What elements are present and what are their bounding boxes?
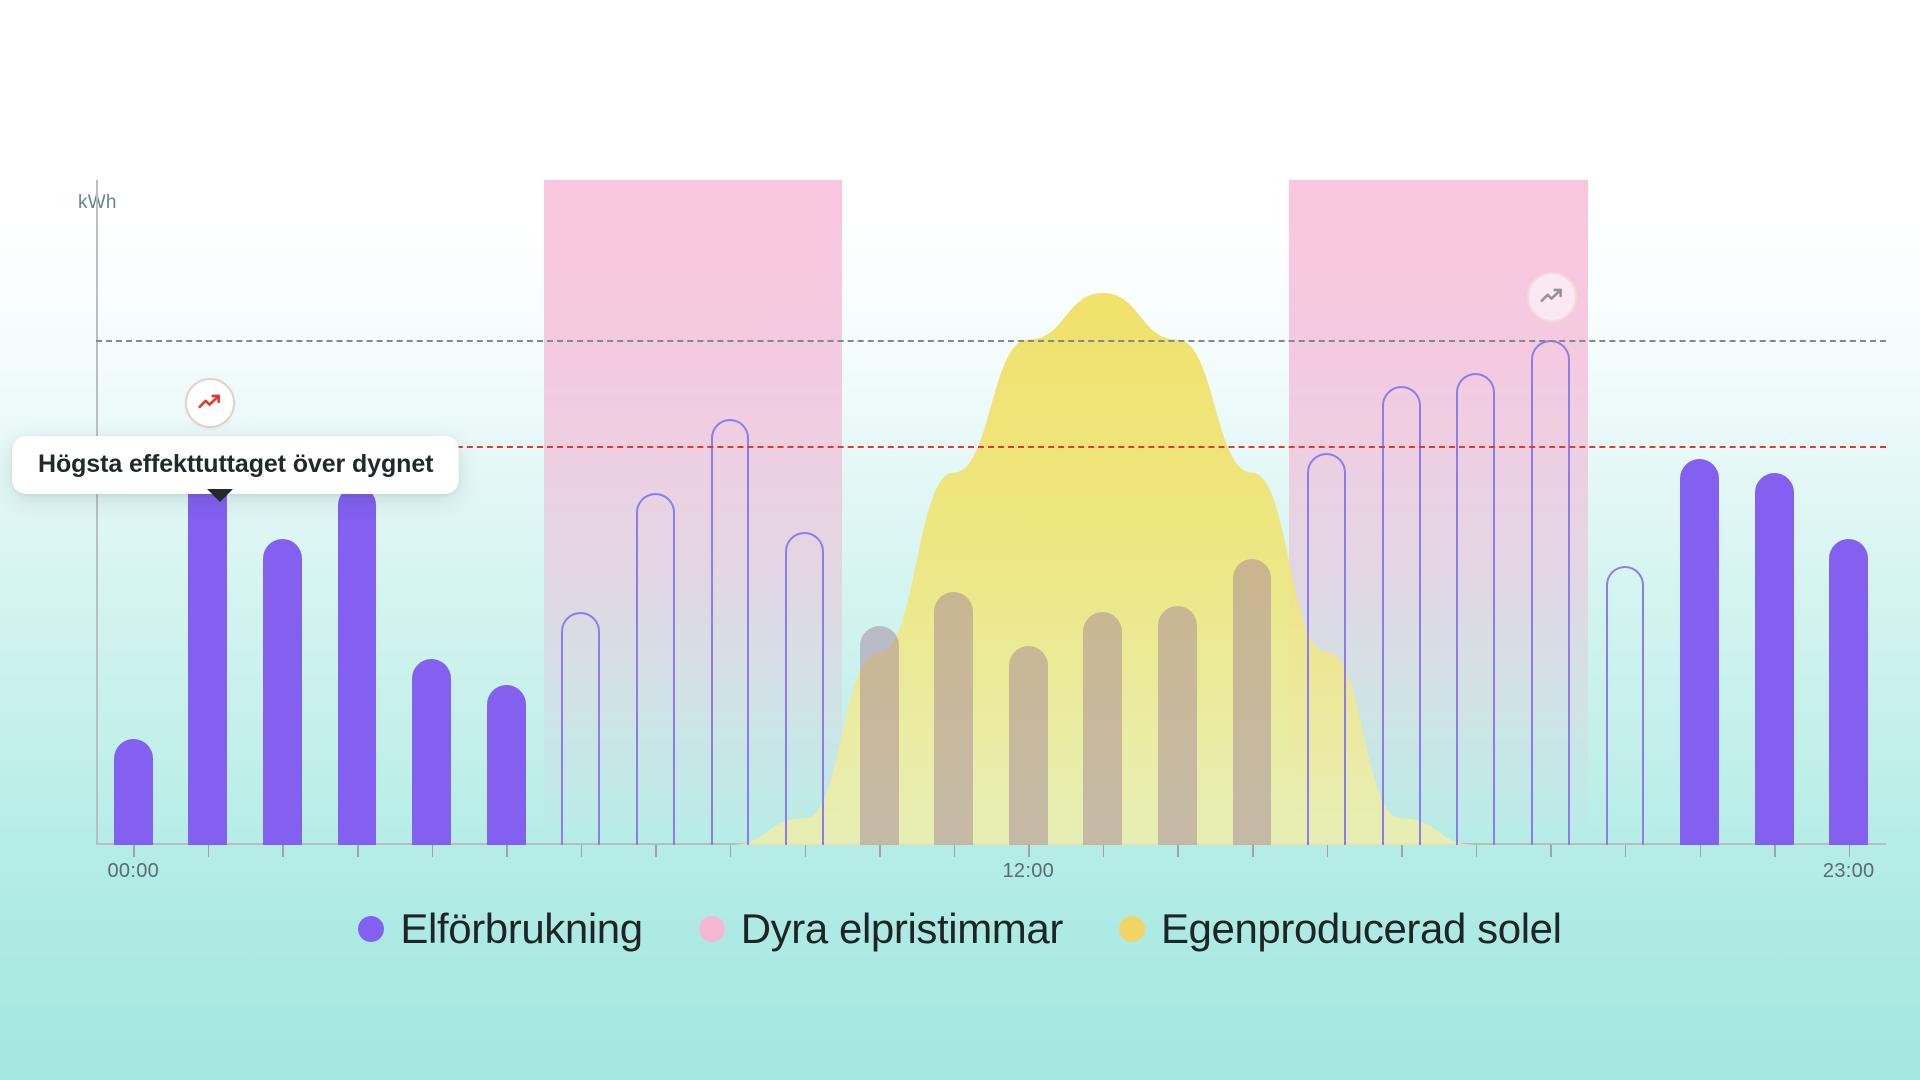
legend-item-label: Egenproducerad solel bbox=[1160, 905, 1562, 952]
peak-usage-tooltip: Högsta effekttuttaget över dygnet bbox=[12, 436, 460, 494]
consumption-bar[interactable] bbox=[263, 539, 302, 845]
consumption-bar[interactable] bbox=[188, 446, 228, 845]
x-axis-tick bbox=[1102, 845, 1105, 857]
x-axis-tick bbox=[1624, 845, 1627, 857]
consumption-bar[interactable] bbox=[1754, 472, 1794, 845]
consumption-bar[interactable] bbox=[113, 738, 153, 845]
legend-item-solar[interactable]: Egenproducerad solel bbox=[1118, 905, 1562, 953]
secondary-reference-line bbox=[96, 339, 1886, 342]
x-axis-tick bbox=[133, 845, 135, 857]
secondary-peak-badge[interactable] bbox=[1527, 271, 1578, 322]
legend-item-expensive-hours[interactable]: Dyra elpristimmar bbox=[698, 905, 1064, 953]
consumption-bar[interactable] bbox=[1530, 339, 1570, 845]
x-axis-tick bbox=[953, 845, 956, 857]
consumption-bar[interactable] bbox=[561, 612, 601, 845]
trending-up-icon bbox=[197, 390, 223, 416]
x-axis-tick bbox=[506, 845, 508, 857]
consumption-bar[interactable] bbox=[486, 685, 526, 845]
consumption-bar[interactable] bbox=[1829, 539, 1869, 845]
consumption-bar[interactable] bbox=[1232, 559, 1272, 845]
legend-color-swatch bbox=[1118, 916, 1145, 942]
x-axis-tick bbox=[1028, 845, 1030, 857]
consumption-bar[interactable] bbox=[337, 485, 377, 845]
consumption-bar[interactable] bbox=[635, 492, 675, 845]
consumption-bar[interactable] bbox=[1605, 565, 1645, 845]
consumption-bar[interactable] bbox=[859, 625, 899, 845]
x-axis-tick bbox=[431, 845, 434, 857]
peak-reference-line bbox=[96, 446, 1886, 448]
x-axis-tick bbox=[1401, 845, 1403, 857]
plot-area bbox=[96, 180, 1886, 845]
x-axis-tick bbox=[282, 845, 284, 857]
peak-usage-badge[interactable] bbox=[184, 378, 235, 428]
x-axis-tick bbox=[729, 845, 732, 857]
x-axis-tick bbox=[1699, 845, 1702, 857]
x-axis-tick bbox=[357, 845, 359, 857]
consumption-bar[interactable] bbox=[785, 532, 824, 845]
x-axis-tick bbox=[207, 845, 210, 857]
chart-legend: Elförbrukning Dyra elpristimmar Egenproduc… bbox=[0, 905, 1920, 953]
consumption-bar[interactable] bbox=[1680, 459, 1719, 845]
consumption-bar[interactable] bbox=[1008, 645, 1048, 845]
y-axis-line bbox=[96, 180, 98, 845]
legend-item-label: Dyra elpristimmar bbox=[740, 905, 1064, 952]
consumption-bar[interactable] bbox=[934, 592, 974, 845]
consumption-bar[interactable] bbox=[1456, 372, 1496, 845]
x-axis-tick bbox=[1848, 845, 1851, 857]
x-axis-tick-label: 12:00 bbox=[1002, 860, 1055, 882]
trending-up-icon bbox=[1539, 284, 1565, 310]
legend-color-swatch bbox=[698, 916, 725, 942]
x-axis-tick bbox=[1177, 845, 1179, 857]
x-axis-tick bbox=[879, 845, 881, 857]
x-axis-tick bbox=[1326, 845, 1329, 857]
tooltip-pointer-icon bbox=[207, 489, 233, 502]
consumption-bar[interactable] bbox=[1083, 612, 1123, 845]
legend-item-label: Elförbrukning bbox=[400, 905, 643, 952]
x-axis-tick bbox=[580, 845, 583, 857]
x-axis-tick-label: 00:00 bbox=[107, 860, 160, 882]
consumption-bar[interactable] bbox=[1381, 386, 1421, 845]
consumption-bar[interactable] bbox=[412, 658, 451, 845]
x-axis-tick bbox=[804, 845, 807, 857]
consumption-bar[interactable] bbox=[1158, 605, 1197, 845]
x-axis-tick bbox=[1774, 845, 1776, 857]
x-axis-tick bbox=[655, 845, 657, 857]
x-axis-tick bbox=[1252, 845, 1254, 857]
x-axis-tick bbox=[1475, 845, 1478, 857]
legend-item-consumption[interactable]: Elförbrukning bbox=[358, 905, 643, 953]
x-axis-tick bbox=[1550, 845, 1552, 857]
consumption-bar[interactable] bbox=[710, 419, 750, 845]
legend-color-swatch bbox=[358, 916, 385, 942]
consumption-bar[interactable] bbox=[1307, 452, 1346, 845]
x-axis-tick-label: 23:00 bbox=[1822, 860, 1875, 882]
